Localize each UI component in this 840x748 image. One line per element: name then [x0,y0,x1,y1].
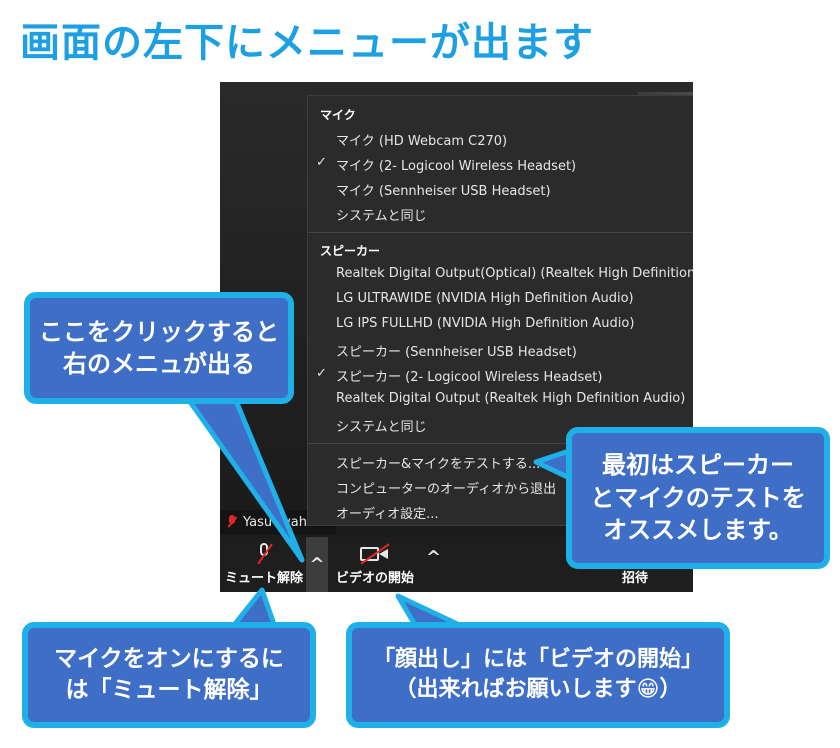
mic-option[interactable]: マイク (Sennheiser USB Headset) [336,184,551,199]
mic-hint-text: マイクをオンにするに は「ミュート解除」 [54,645,284,703]
audio-settings-item[interactable]: オーディオ設定... [336,507,439,522]
audio-options-chevron-button[interactable]: ^ [306,537,328,592]
start-video-button[interactable]: ビデオの開始 [330,541,420,586]
mic-option[interactable]: マイク (HD Webcam C270) [336,134,508,149]
mic-option[interactable]: マイク (2- Logicool Wireless Headset) [336,159,577,174]
mic-section-header: マイク [320,108,356,122]
speaker-option[interactable]: Realtek Digital Output(Optical) (Realtek… [336,266,693,281]
unmute-button[interactable]: ミュート解除 [224,541,304,586]
test-hint-text: 最初はスピーカー とマイクのテストを オススメします。 [590,451,806,545]
video-hint-callout: 「顔出し」には「ビデオの開始」 （出来ればお願いします😁） [346,622,730,728]
check-icon: ✓ [316,366,327,381]
unmute-label: ミュート解除 [224,571,303,586]
video-options-chevron-button[interactable]: ^ [426,547,441,568]
menu-hint-callout: ここをクリックすると 右のメニュが出る [24,292,294,404]
check-icon: ✓ [316,155,327,170]
mic-option[interactable]: システムと同じ [336,209,427,224]
video-off-icon [360,543,390,565]
menu-hint-text: ここをクリックすると 右のメニュが出る [39,317,279,378]
speaker-option[interactable]: Realtek Digital Output (Realtek High Def… [336,391,686,406]
audio-dropdown-menu: マイク マイク (HD Webcam C270) ✓ マイク (2- Logic… [307,95,693,526]
mic-hint-callout: マイクをオンにするに は「ミュート解除」 [22,622,316,728]
muted-mic-icon [226,515,238,529]
speaker-option[interactable]: LG IPS FULLHD (NVIDIA High Definition Au… [336,316,635,331]
speaker-option[interactable]: システムと同じ [336,420,427,435]
menu-divider [308,443,693,444]
invite-label: 招待 [621,571,648,586]
leave-computer-audio-item[interactable]: コンピューターのオーディオから退出 [336,482,557,497]
video-hint-text: 「顔出し」には「ビデオの開始」 （出来ればお願いします😁） [372,647,703,702]
speaker-section-header: スピーカー [320,244,381,258]
speaker-option[interactable]: LG ULTRAWIDE (NVIDIA High Definition Aud… [336,291,634,306]
chevron-up-icon: ^ [426,547,442,568]
test-hint-callout: 最初はスピーカー とマイクのテストを オススメします。 [566,427,830,569]
chevron-up-icon: ^ [309,554,325,575]
callout1-tail [183,393,305,563]
zoom-meeting-window: Yasu Iwahori ミュート解除 ビデオの開始 招待 ^ ^ マイク マイ… [220,82,693,592]
start-video-label: ビデオの開始 [335,571,414,586]
page-title: 画面の左下にメニューが出ます [20,20,594,66]
menu-divider [308,232,693,233]
test-speaker-mic-item[interactable]: スピーカー&マイクをテストする... [336,457,541,472]
mic-muted-icon [257,543,271,565]
speaker-option[interactable]: スピーカー (2- Logicool Wireless Headset) [336,370,603,385]
speaker-option[interactable]: スピーカー (Sennheiser USB Headset) [336,345,577,360]
